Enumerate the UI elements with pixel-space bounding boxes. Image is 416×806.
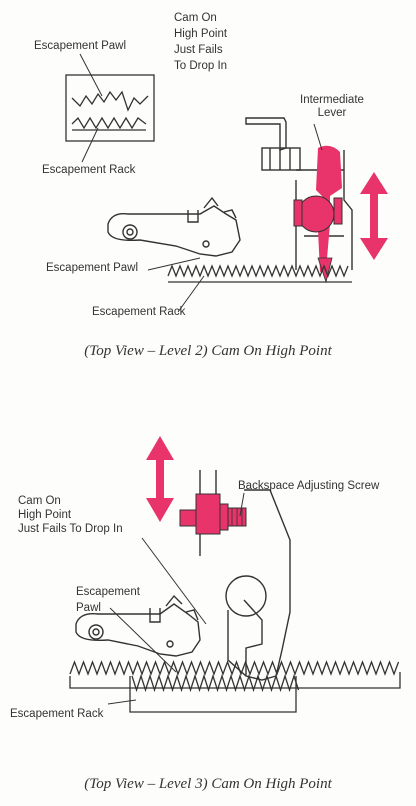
escapement-rack-part <box>167 264 352 283</box>
inset-detail-box <box>65 74 155 142</box>
escapement-pawl-part-level3 <box>75 594 201 657</box>
caption-level2: (Top View – Level 2) Cam On High Point <box>84 343 332 359</box>
vertical-motion-arrow-level3 <box>146 436 174 522</box>
cam-lever-body <box>199 470 291 681</box>
escapement-rack-label-level3: Escapement Rack <box>10 708 104 720</box>
cam-note-level2: Cam On High Point Just Fails To Drop In <box>174 12 228 72</box>
cam-note-level3: Cam On High Point Just Fails To Drop In <box>18 495 123 535</box>
intermediate-lever-label: Intermediate Lever <box>300 94 364 119</box>
inset-pawl-leader <box>79 53 103 97</box>
inset-rack-leader <box>81 127 99 163</box>
escapement-rack-label: Escapement Rack <box>92 306 186 318</box>
backspace-screw-highlight <box>179 493 247 535</box>
vertical-motion-arrow <box>360 172 388 260</box>
backspace-screw-label: Backspace Adjusting Screw <box>238 480 380 492</box>
intermediate-lever-highlight <box>293 145 343 284</box>
cam-note-leader-level3 <box>141 537 207 625</box>
pawl-leader <box>147 257 201 271</box>
rack-leader <box>177 275 205 313</box>
intermediate-lever-assembly <box>245 117 353 270</box>
rack-leader-level3 <box>107 699 137 705</box>
escapement-rack-part-level3 <box>69 660 401 713</box>
level2-diagram <box>65 53 388 313</box>
pawl-leader-level3 <box>109 607 177 673</box>
inset-pawl-label: Escapement Pawl <box>34 40 127 52</box>
backspace-screw-leader <box>239 492 245 517</box>
escapement-pawl-label: Escapement Pawl <box>46 262 139 274</box>
caption-level3: (Top View – Level 3) Cam On High Point <box>84 776 332 792</box>
intermediate-lever-leader <box>313 123 323 151</box>
inset-rack-label: Escapement Rack <box>42 164 136 176</box>
escapement-pawl-part <box>107 196 241 257</box>
escapement-pawl-label-level3: Escapement Pawl <box>76 586 140 614</box>
